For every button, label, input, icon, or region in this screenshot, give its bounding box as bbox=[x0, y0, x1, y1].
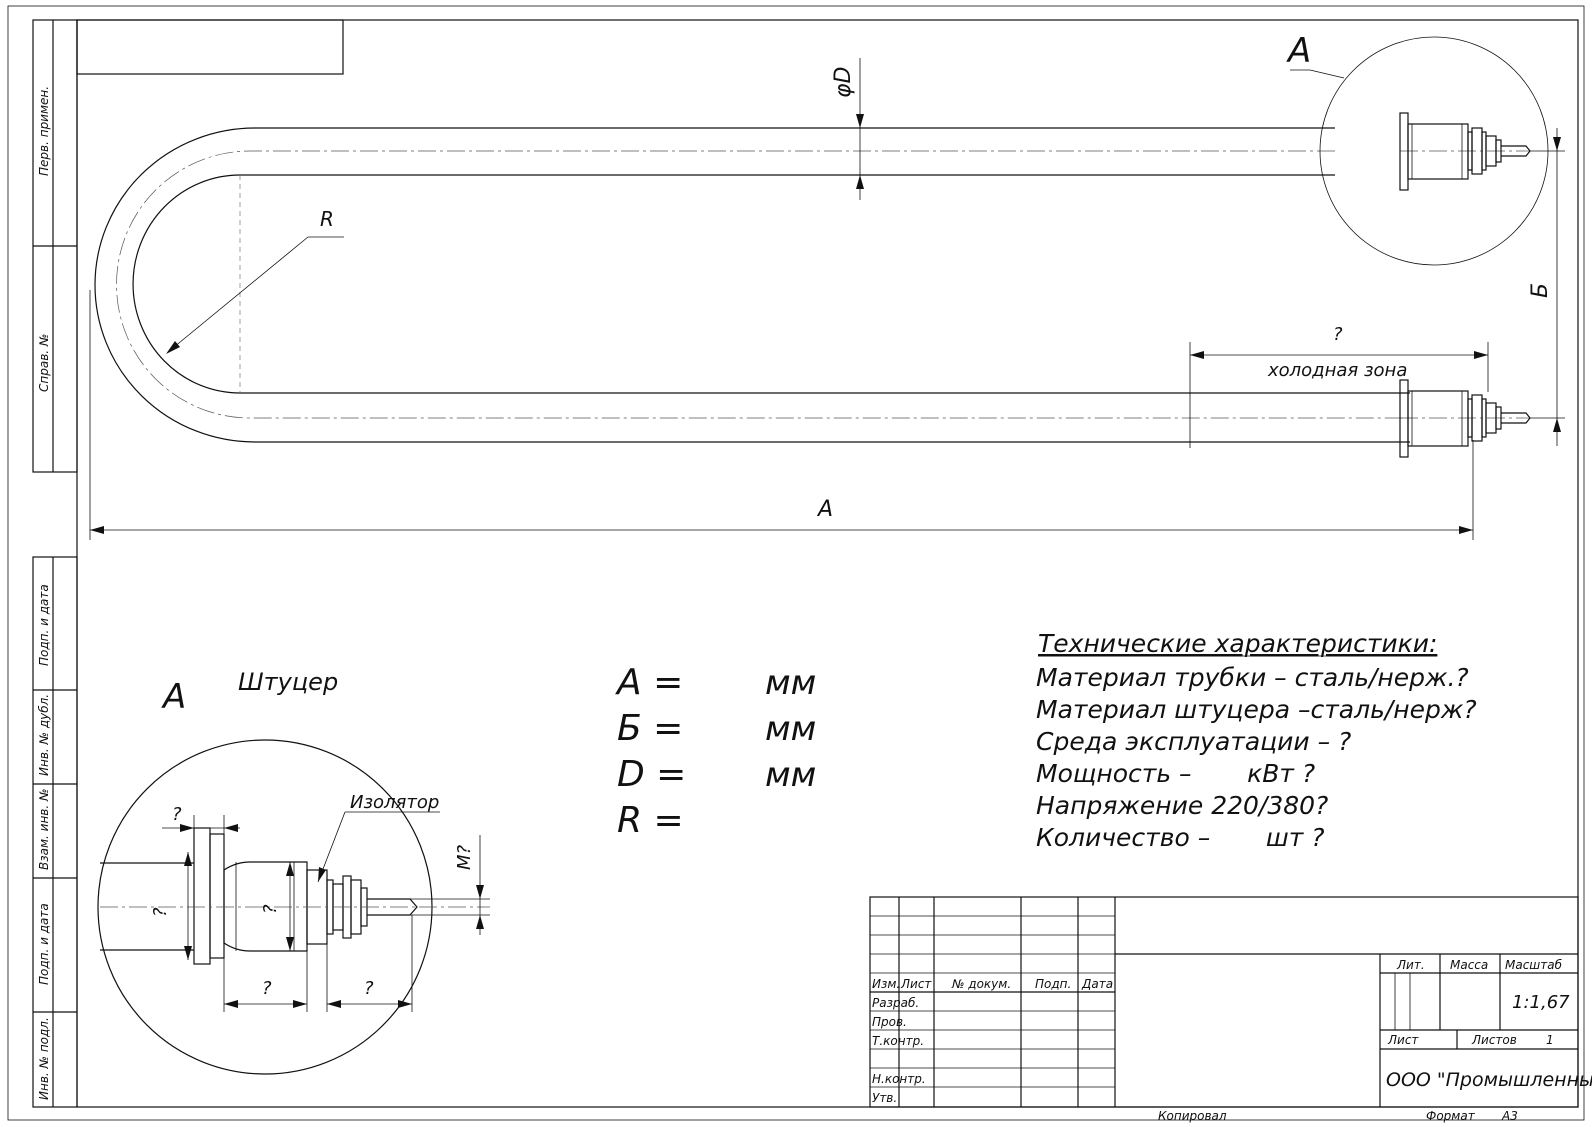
tb-razrab: Разраб. bbox=[872, 996, 919, 1010]
tb-list: Лист bbox=[900, 977, 932, 991]
left-side-strips: Перв. примен. Справ. № Подп. и дата Инв.… bbox=[32, 19, 78, 1108]
dim-radius-label: R bbox=[320, 207, 334, 231]
bottom-fitting bbox=[1399, 379, 1531, 458]
side-label-inv-podl: Инв. № подл. bbox=[37, 1017, 51, 1100]
detail-callout-letter: A bbox=[1286, 31, 1311, 71]
specs-line: Материал штуцера –сталь/нерж? bbox=[1036, 695, 1477, 724]
dim-cold-zone: ? холодная зона bbox=[1189, 324, 1489, 448]
tb-listov-label: Листов bbox=[1471, 1033, 1517, 1047]
tb-format-value: А3 bbox=[1501, 1109, 1518, 1123]
top-fitting bbox=[1399, 112, 1531, 191]
dims-list-r-label: R = bbox=[617, 800, 684, 841]
tb-utv: Утв. bbox=[872, 1091, 897, 1105]
dims-list: A = мм Б = мм D = мм R = bbox=[615, 662, 816, 841]
side-label-inv-dubl: Инв. № дубл. bbox=[37, 694, 51, 776]
tech-specs: Технические характеристики: Материал тру… bbox=[1036, 629, 1477, 852]
detail-title: Штуцер bbox=[238, 668, 338, 696]
dim-b: Б bbox=[1528, 128, 1565, 446]
dims-list-d-label: D = bbox=[617, 754, 686, 795]
tb-format-label: Формат bbox=[1426, 1109, 1476, 1123]
specs-line: Среда эксплуатации – ? bbox=[1036, 727, 1351, 756]
title-block: Изм. Лист № докум. Подп. Дата Разраб. Пр… bbox=[869, 896, 1592, 1123]
dims-list-d-unit: мм bbox=[765, 755, 816, 795]
dims-list-a-unit: мм bbox=[765, 663, 816, 703]
dim-a: A bbox=[89, 290, 1474, 540]
dim-phi-d: φD bbox=[831, 58, 872, 200]
tb-podp: Подп. bbox=[1035, 977, 1071, 991]
dim-phi-d-label: φD bbox=[831, 67, 856, 98]
detail-thread: M? bbox=[454, 844, 475, 870]
tb-lit: Лит. bbox=[1396, 958, 1425, 972]
tb-massa: Масса bbox=[1450, 958, 1488, 972]
detail-q-diameter: ? bbox=[150, 907, 171, 917]
detail-a-view: A Штуцер ? ? bbox=[97, 668, 490, 1075]
tb-masshtab: Масштаб bbox=[1505, 958, 1563, 972]
side-label-sprav-no: Справ. № bbox=[37, 334, 51, 392]
tube-center-line bbox=[116, 150, 1410, 419]
heater-main-view: A φD R Б bbox=[89, 31, 1565, 540]
tb-nkontr: Н.контр. bbox=[872, 1072, 926, 1086]
side-label-podp-data-1: Подп. и дата bbox=[37, 584, 51, 666]
dim-b-label: Б bbox=[1528, 283, 1553, 298]
detail-q-body: ? bbox=[260, 904, 281, 914]
dims-list-b-label: Б = bbox=[617, 708, 683, 749]
tb-list-label: Лист bbox=[1387, 1033, 1419, 1047]
specs-line: Мощность – кВт ? bbox=[1036, 759, 1315, 788]
tb-tkontr: Т.контр. bbox=[872, 1034, 924, 1048]
specs-line: Материал трубки – сталь/нерж.? bbox=[1036, 663, 1469, 692]
detail-q-pin-len: ? bbox=[364, 978, 374, 999]
tb-listov-value: 1 bbox=[1546, 1033, 1554, 1047]
tb-kopiroval: Копировал bbox=[1158, 1109, 1227, 1123]
dims-list-a-label: A = bbox=[615, 662, 683, 703]
tb-izm: Изм. bbox=[872, 977, 900, 991]
tb-data: Дата bbox=[1081, 977, 1113, 991]
tube-outer-contour bbox=[94, 127, 1410, 443]
dim-a-label: A bbox=[816, 497, 833, 522]
tb-scale-value: 1:1,67 bbox=[1512, 992, 1570, 1013]
tb-no-dokum: № докум. bbox=[951, 977, 1011, 991]
side-label-podp-data-2: Подп. и дата bbox=[37, 903, 51, 985]
side-label-vzam-inv: Взам. инв. № bbox=[37, 789, 51, 870]
tube-inner-contour bbox=[132, 174, 1410, 394]
detail-letter: A bbox=[161, 677, 186, 717]
specs-line: Напряжение 220/380? bbox=[1036, 791, 1328, 820]
dim-radius: R bbox=[166, 207, 344, 354]
specs-title: Технические характеристики: bbox=[1038, 629, 1437, 658]
dims-list-b-unit: мм bbox=[765, 709, 816, 749]
cold-zone-label: холодная зона bbox=[1267, 360, 1407, 381]
specs-line: Количество – шт ? bbox=[1036, 823, 1325, 852]
detail-insulator-label: Изолятор bbox=[350, 792, 439, 813]
cold-zone-value: ? bbox=[1333, 324, 1343, 345]
detail-q-flange: ? bbox=[172, 804, 182, 825]
sheet-frame bbox=[7, 5, 1585, 1121]
detail-q-body-len: ? bbox=[262, 978, 272, 999]
tb-company: ООО "Промышленный ТЭН" bbox=[1386, 1069, 1592, 1091]
tb-prov: Пров. bbox=[872, 1015, 907, 1029]
side-label-perv-primen: Перв. примен. bbox=[37, 86, 51, 176]
